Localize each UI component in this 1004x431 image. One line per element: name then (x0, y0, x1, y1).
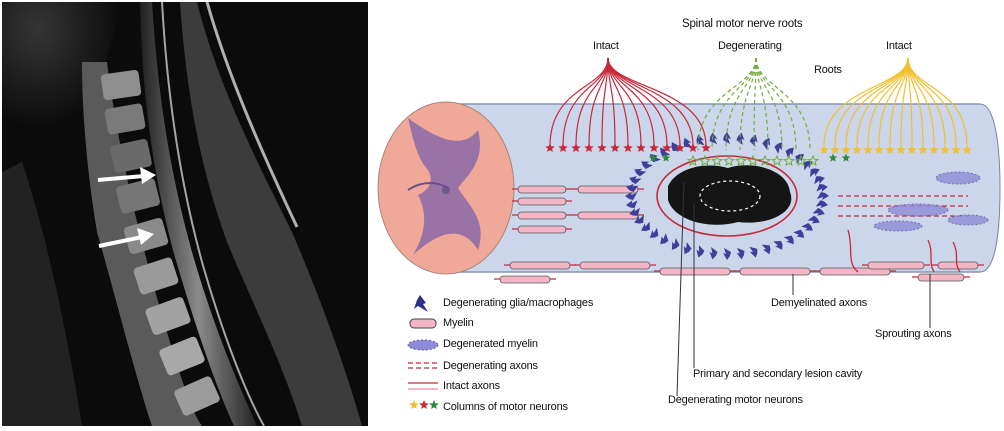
mri-image (2, 2, 368, 426)
title-label: Spinal motor nerve roots (682, 18, 802, 30)
myelin-segment (580, 262, 650, 269)
demyelinated-label: Demyelinated axons (771, 297, 867, 309)
myelin-segment (500, 276, 550, 283)
roots-label: Roots (814, 64, 842, 76)
myelin-segment (660, 268, 730, 275)
myelin-segment (518, 212, 566, 219)
myelin-segment (918, 274, 964, 281)
myelin-segment (740, 268, 810, 275)
degenerated-myelin-icon (408, 340, 438, 350)
myelin-segment (518, 186, 566, 193)
myelin-segment (578, 212, 638, 219)
myelin-segment (868, 262, 924, 269)
legend-label-degenerating-axons: Degenerating axons (443, 360, 538, 372)
legend-label-motor-neurons: Columns of motor neurons (443, 401, 568, 413)
root-label-intact-left: Intact (593, 40, 619, 52)
legend-label-glia: Degenerating glia/macrophages (443, 297, 593, 309)
root-label-intact-right: Intact (886, 40, 912, 52)
sprouting-label: Sprouting axons (875, 328, 952, 340)
myelin-icon (410, 319, 436, 328)
myelin-segment (518, 226, 566, 233)
cord-cross-section (378, 102, 514, 274)
myelin-segment (510, 262, 570, 269)
lesion-cavity (657, 156, 797, 236)
mri-panel (2, 2, 368, 426)
degenerating-motor-neurons-label: Degenerating motor neurons (668, 394, 803, 406)
legend-label-intact-axons: Intact axons (443, 380, 500, 392)
legend-label-degenerated-myelin: Degenerated myelin (443, 338, 538, 350)
root-label-degenerating: Degenerating (718, 40, 782, 52)
legend-label-myelin: Myelin (443, 317, 474, 329)
myelin-segment (518, 198, 566, 205)
lesion-cavity-label: Primary and secondary lesion cavity (693, 368, 862, 380)
